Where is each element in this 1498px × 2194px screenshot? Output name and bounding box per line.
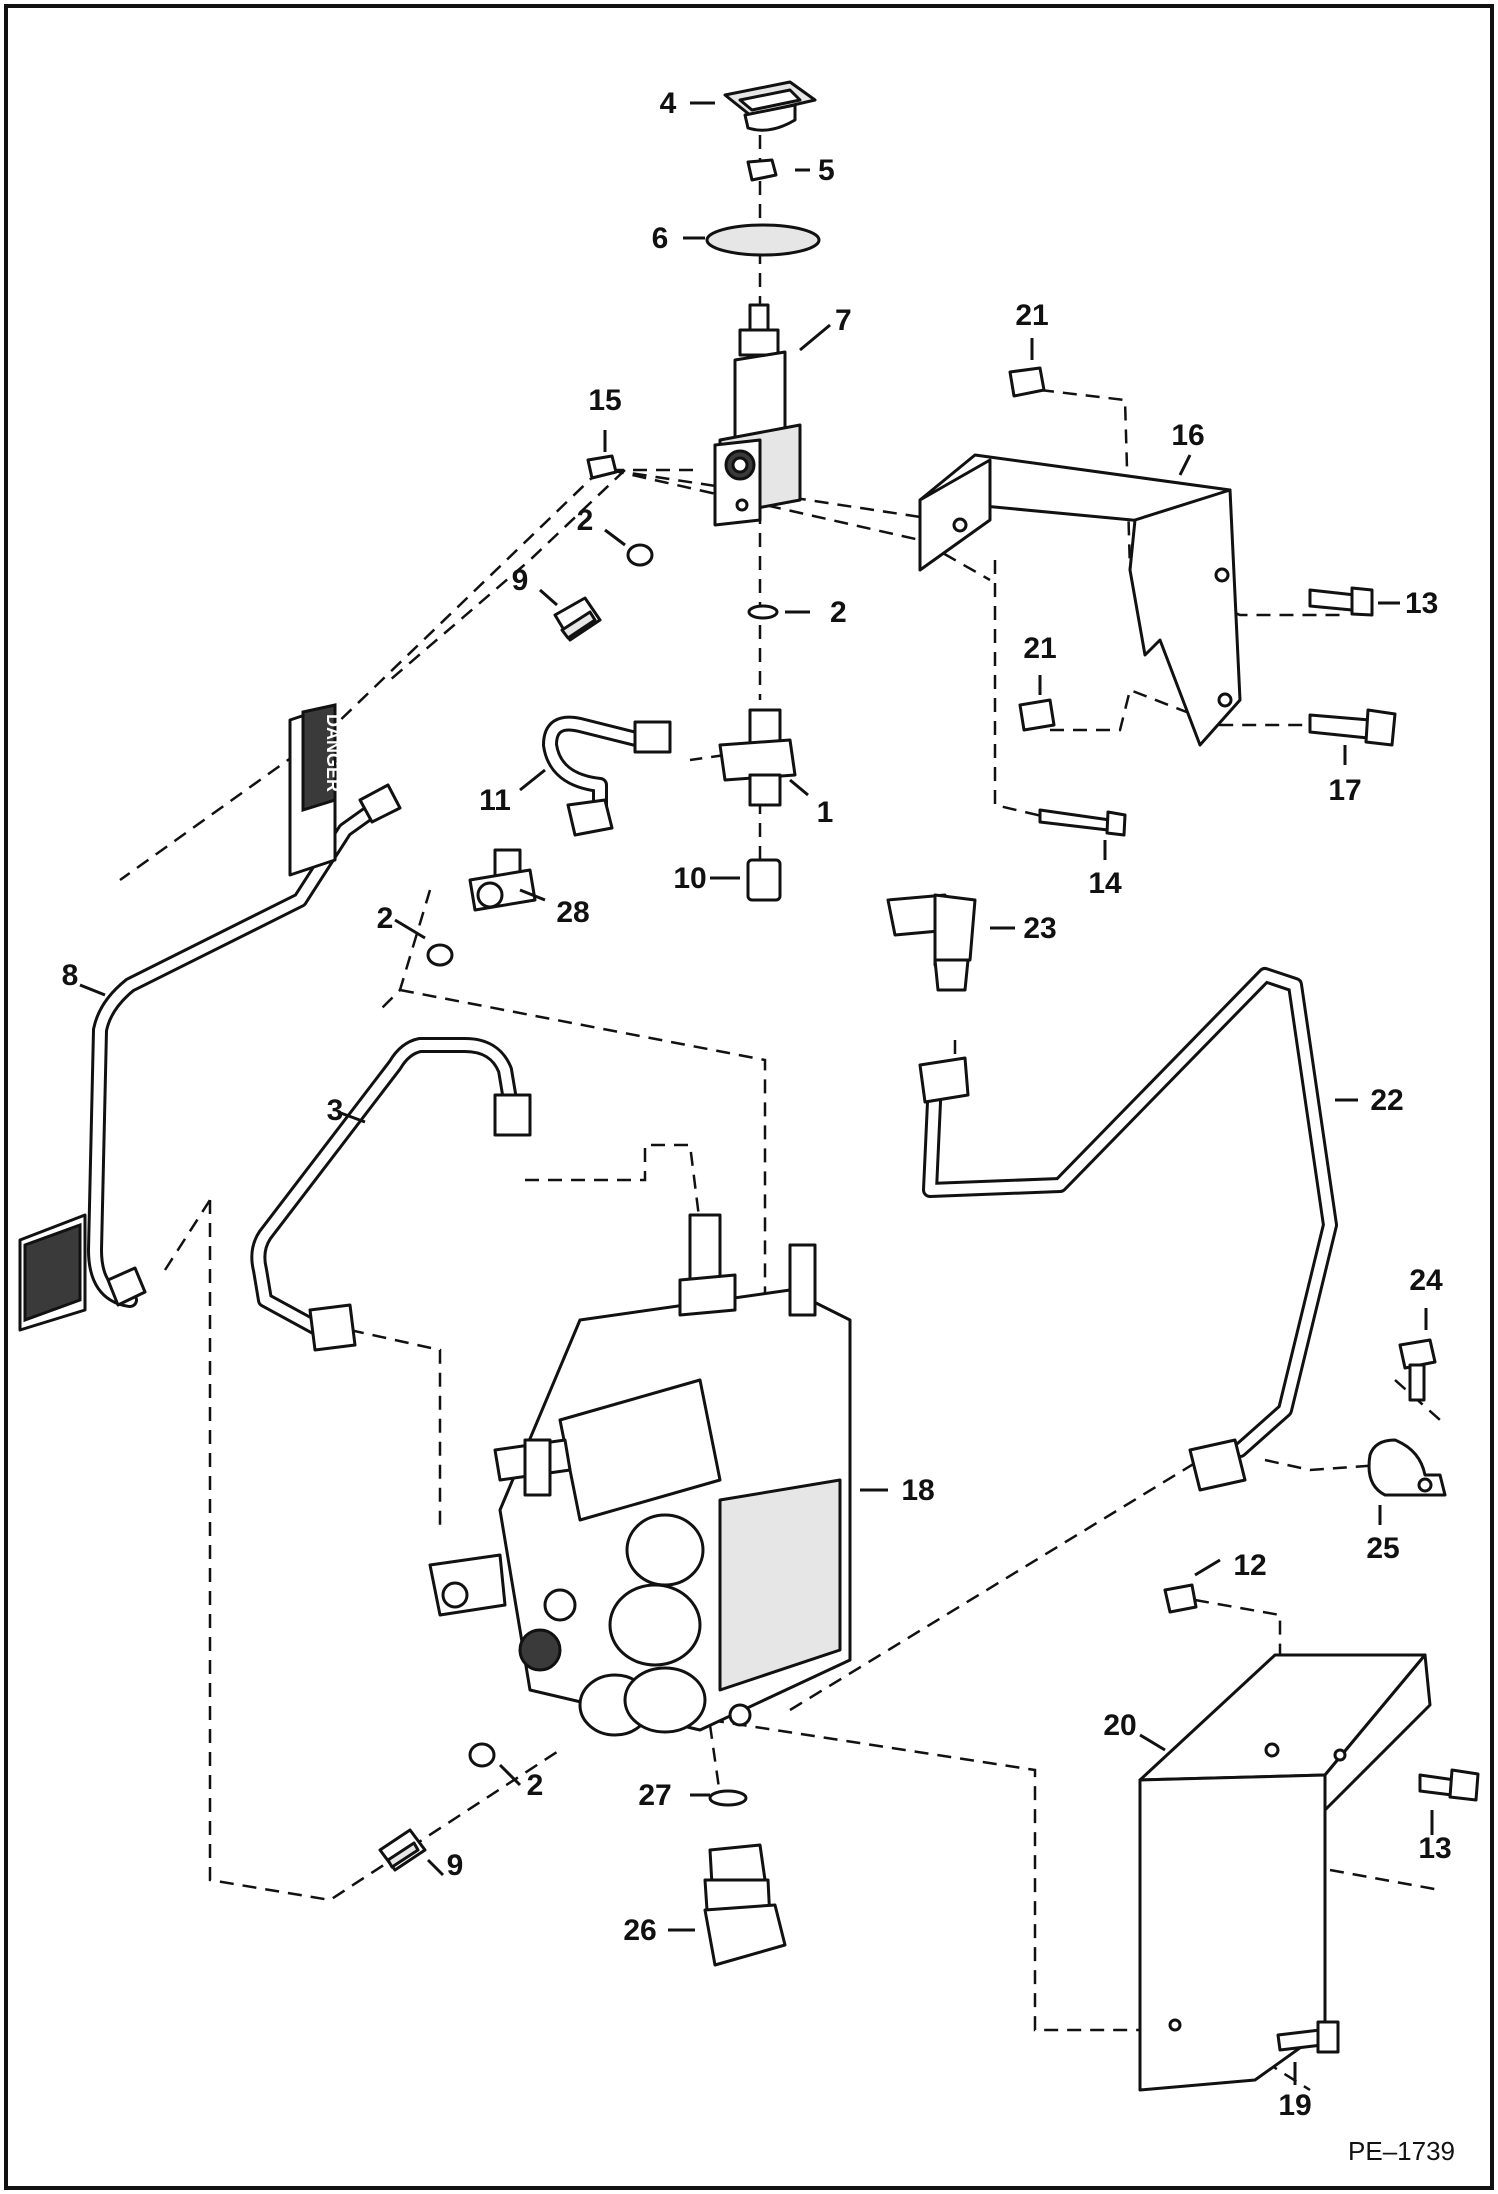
callout-4: 4	[660, 87, 677, 120]
callout-19: 19	[1278, 2089, 1311, 2122]
diagram-frame	[4, 4, 1494, 2190]
callout-14: 14	[1088, 867, 1122, 900]
nut-part-12	[1163, 1583, 1198, 1614]
bolt-part-19	[1276, 2020, 1340, 2054]
danger-decal-upper: DANGER	[288, 703, 343, 877]
callout-25: 25	[1366, 1532, 1399, 1565]
nut-part-5	[746, 158, 778, 182]
callout-9-bottom: 9	[447, 1849, 464, 1882]
o-ring-part-2-top	[626, 543, 654, 567]
callout-7: 7	[835, 304, 852, 337]
elbow-fitting-part-23	[886, 893, 977, 992]
callout-21-mid: 21	[1023, 632, 1056, 665]
callout-9-top: 9	[512, 564, 529, 597]
danger-decal-lower	[18, 1213, 87, 1332]
danger-decal-upper-label: DANGER	[323, 714, 343, 792]
bolt-part-13-bottom	[1418, 1768, 1480, 1802]
callout-2-mid: 2	[830, 596, 847, 629]
tube-part-11	[542, 715, 672, 837]
nut-part-21-top	[1008, 366, 1046, 398]
callout-12: 12	[1233, 1549, 1266, 1582]
figure-code: PE–1739	[1348, 2136, 1455, 2166]
callout-2-left: 2	[377, 902, 394, 935]
callout-8: 8	[62, 959, 79, 992]
elbow-fitting-part-26	[703, 1843, 787, 1967]
nut-part-15	[586, 454, 618, 480]
fitting-part-9-bottom	[378, 1828, 427, 1872]
callout-11: 11	[479, 784, 511, 817]
callout-2-top: 2	[577, 504, 594, 537]
o-ring-part-2-left	[426, 943, 454, 967]
cap-part-4	[723, 80, 817, 132]
bolt-part-24	[1398, 1338, 1437, 1402]
callout-27: 27	[638, 1779, 671, 1812]
nut-part-21-mid	[1018, 698, 1056, 732]
bracket-part-20	[1138, 1653, 1432, 2092]
callout-21-top: 21	[1015, 299, 1048, 332]
callout-20: 20	[1103, 1709, 1136, 1742]
callout-24: 24	[1409, 1264, 1443, 1297]
washer-part-6	[705, 223, 821, 257]
callout-23: 23	[1023, 912, 1056, 945]
o-ring-part-2-bottom	[468, 1742, 496, 1768]
callout-13-bottom: 13	[1418, 1832, 1451, 1865]
callout-18: 18	[901, 1474, 934, 1507]
callout-5: 5	[818, 154, 835, 187]
tube-part-3	[250, 1037, 532, 1352]
tube-part-22	[918, 967, 1338, 1492]
valve-block-part-7	[713, 303, 802, 527]
callout-28: 28	[556, 896, 589, 929]
tube-part-8	[87, 783, 402, 1308]
callout-1: 1	[817, 796, 834, 829]
callout-6: 6	[652, 222, 669, 255]
tee-fitting-part-28	[468, 848, 537, 912]
o-ring-part-27	[708, 1789, 748, 1807]
pin-part-14	[1038, 808, 1127, 837]
callout-10: 10	[673, 862, 706, 895]
callout-17: 17	[1328, 774, 1361, 807]
callout-22: 22	[1370, 1084, 1403, 1117]
callout-2-bottom: 2	[527, 1769, 544, 1802]
control-valve-part-18	[428, 1213, 852, 1737]
callout-numbers: 4 5 6 7 21 15 16 2 9 2 13 21 17 1 11 14 …	[62, 87, 1452, 2122]
callout-13-top: 13	[1405, 587, 1438, 620]
bracket-part-16	[918, 453, 1242, 747]
callout-15: 15	[588, 384, 621, 417]
bolt-part-13-top	[1308, 586, 1374, 617]
tee-fitting-part-1	[718, 708, 797, 807]
bolt-part-17	[1308, 708, 1397, 747]
o-ring-part-2-mid	[747, 604, 779, 620]
callout-3: 3	[327, 1094, 344, 1127]
callout-26: 26	[623, 1914, 656, 1947]
leader-lines	[79, 101, 1434, 2085]
clamp-part-25	[1367, 1438, 1447, 1497]
fitting-part-9-top	[553, 596, 602, 642]
cap-part-10	[746, 858, 782, 902]
callout-16: 16	[1171, 419, 1204, 452]
